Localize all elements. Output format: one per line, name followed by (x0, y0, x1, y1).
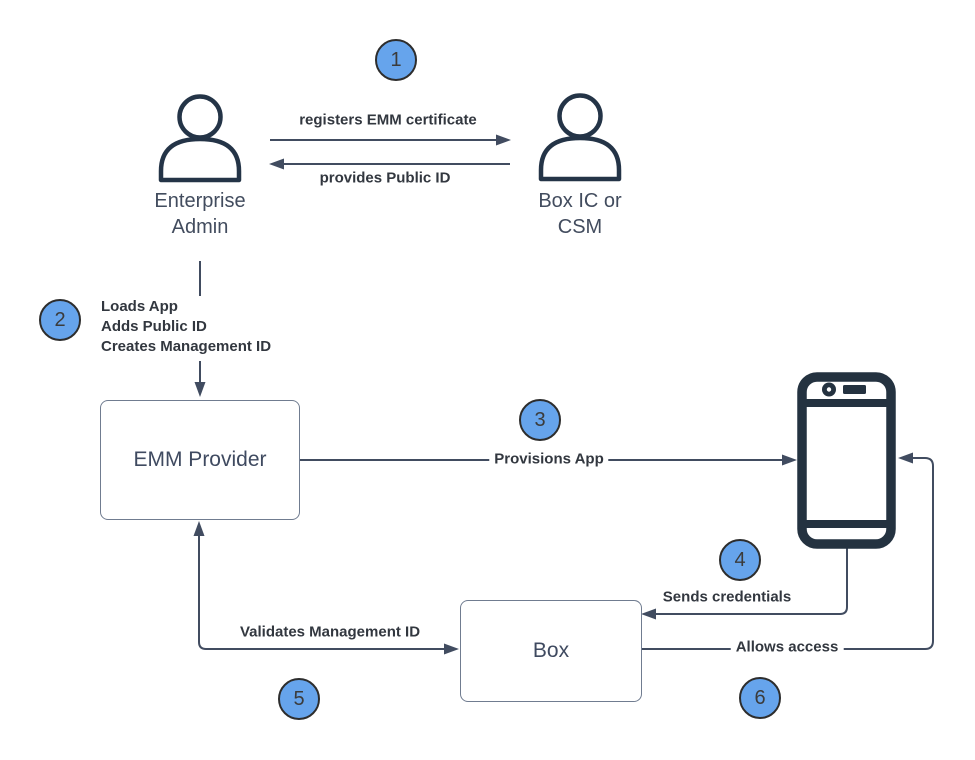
actor-label-line: Enterprise (154, 190, 246, 212)
node-emm-provider: EMM Provider (100, 400, 300, 520)
step-badge-1: 1 (375, 39, 417, 81)
phone-speaker-icon (843, 385, 866, 394)
edge-label-validates-management-id: Validates Management ID (234, 623, 426, 641)
step-number: 3 (534, 408, 546, 431)
person-icon (538, 93, 622, 182)
arrowhead-left-icon (641, 608, 656, 620)
step-number: 1 (390, 48, 402, 71)
actor-label-enterprise-admin: Enterprise Admin (154, 188, 245, 240)
arrowhead-right-icon (496, 134, 511, 146)
edge-label-loads-app: Loads App Adds Public ID Creates Managem… (101, 297, 271, 357)
edge-loads-app (194, 261, 206, 397)
edge-label-line: Creates Management ID (101, 338, 272, 355)
edge-label-provides-public-id: provides Public ID (314, 169, 456, 187)
step-badge-4: 4 (719, 539, 761, 581)
edge-validates-management-id (193, 521, 459, 655)
step-number: 6 (754, 686, 766, 709)
smartphone-icon (797, 372, 896, 549)
person-icon (158, 94, 242, 183)
edge-registers-emm-certificate (270, 134, 511, 146)
step-badge-2: 2 (39, 299, 81, 341)
step-number: 4 (734, 548, 746, 571)
node-label: EMM Provider (133, 448, 267, 471)
arrowhead-right-icon (782, 454, 797, 466)
actor-label-line: Box IC or (538, 190, 622, 212)
edge-label-sends-credentials: Sends credentials (657, 588, 797, 606)
edge-label-provisions-app: Provisions App (489, 450, 609, 468)
edge-sends-credentials (641, 548, 848, 620)
arrowhead-left-icon (269, 158, 284, 170)
edge-label-line: Adds Public ID (101, 318, 207, 335)
node-label: Box (532, 639, 570, 662)
edge-allows-access (640, 452, 934, 650)
step-badge-3: 3 (519, 399, 561, 441)
step-badge-5: 5 (278, 678, 320, 720)
arrowhead-left-icon (898, 452, 913, 464)
arrowhead-down-icon (194, 382, 206, 397)
step-badge-6: 6 (739, 677, 781, 719)
node-box: Box (460, 600, 642, 702)
arrowhead-right-icon (444, 643, 459, 655)
actor-label-box-ic-csm: Box IC or CSM (538, 188, 621, 240)
edge-label-registers-emm-certificate: registers EMM certificate (294, 111, 482, 129)
step-number: 2 (54, 308, 66, 331)
edge-label-line: Loads App (101, 298, 178, 315)
actor-label-line: CSM (557, 216, 603, 238)
edge-label-allows-access: Allows access (730, 638, 844, 656)
step-number: 5 (293, 687, 305, 710)
arrowhead-up-icon (193, 521, 205, 536)
actor-label-line: Admin (171, 216, 229, 238)
edge-provides-public-id (269, 158, 510, 170)
